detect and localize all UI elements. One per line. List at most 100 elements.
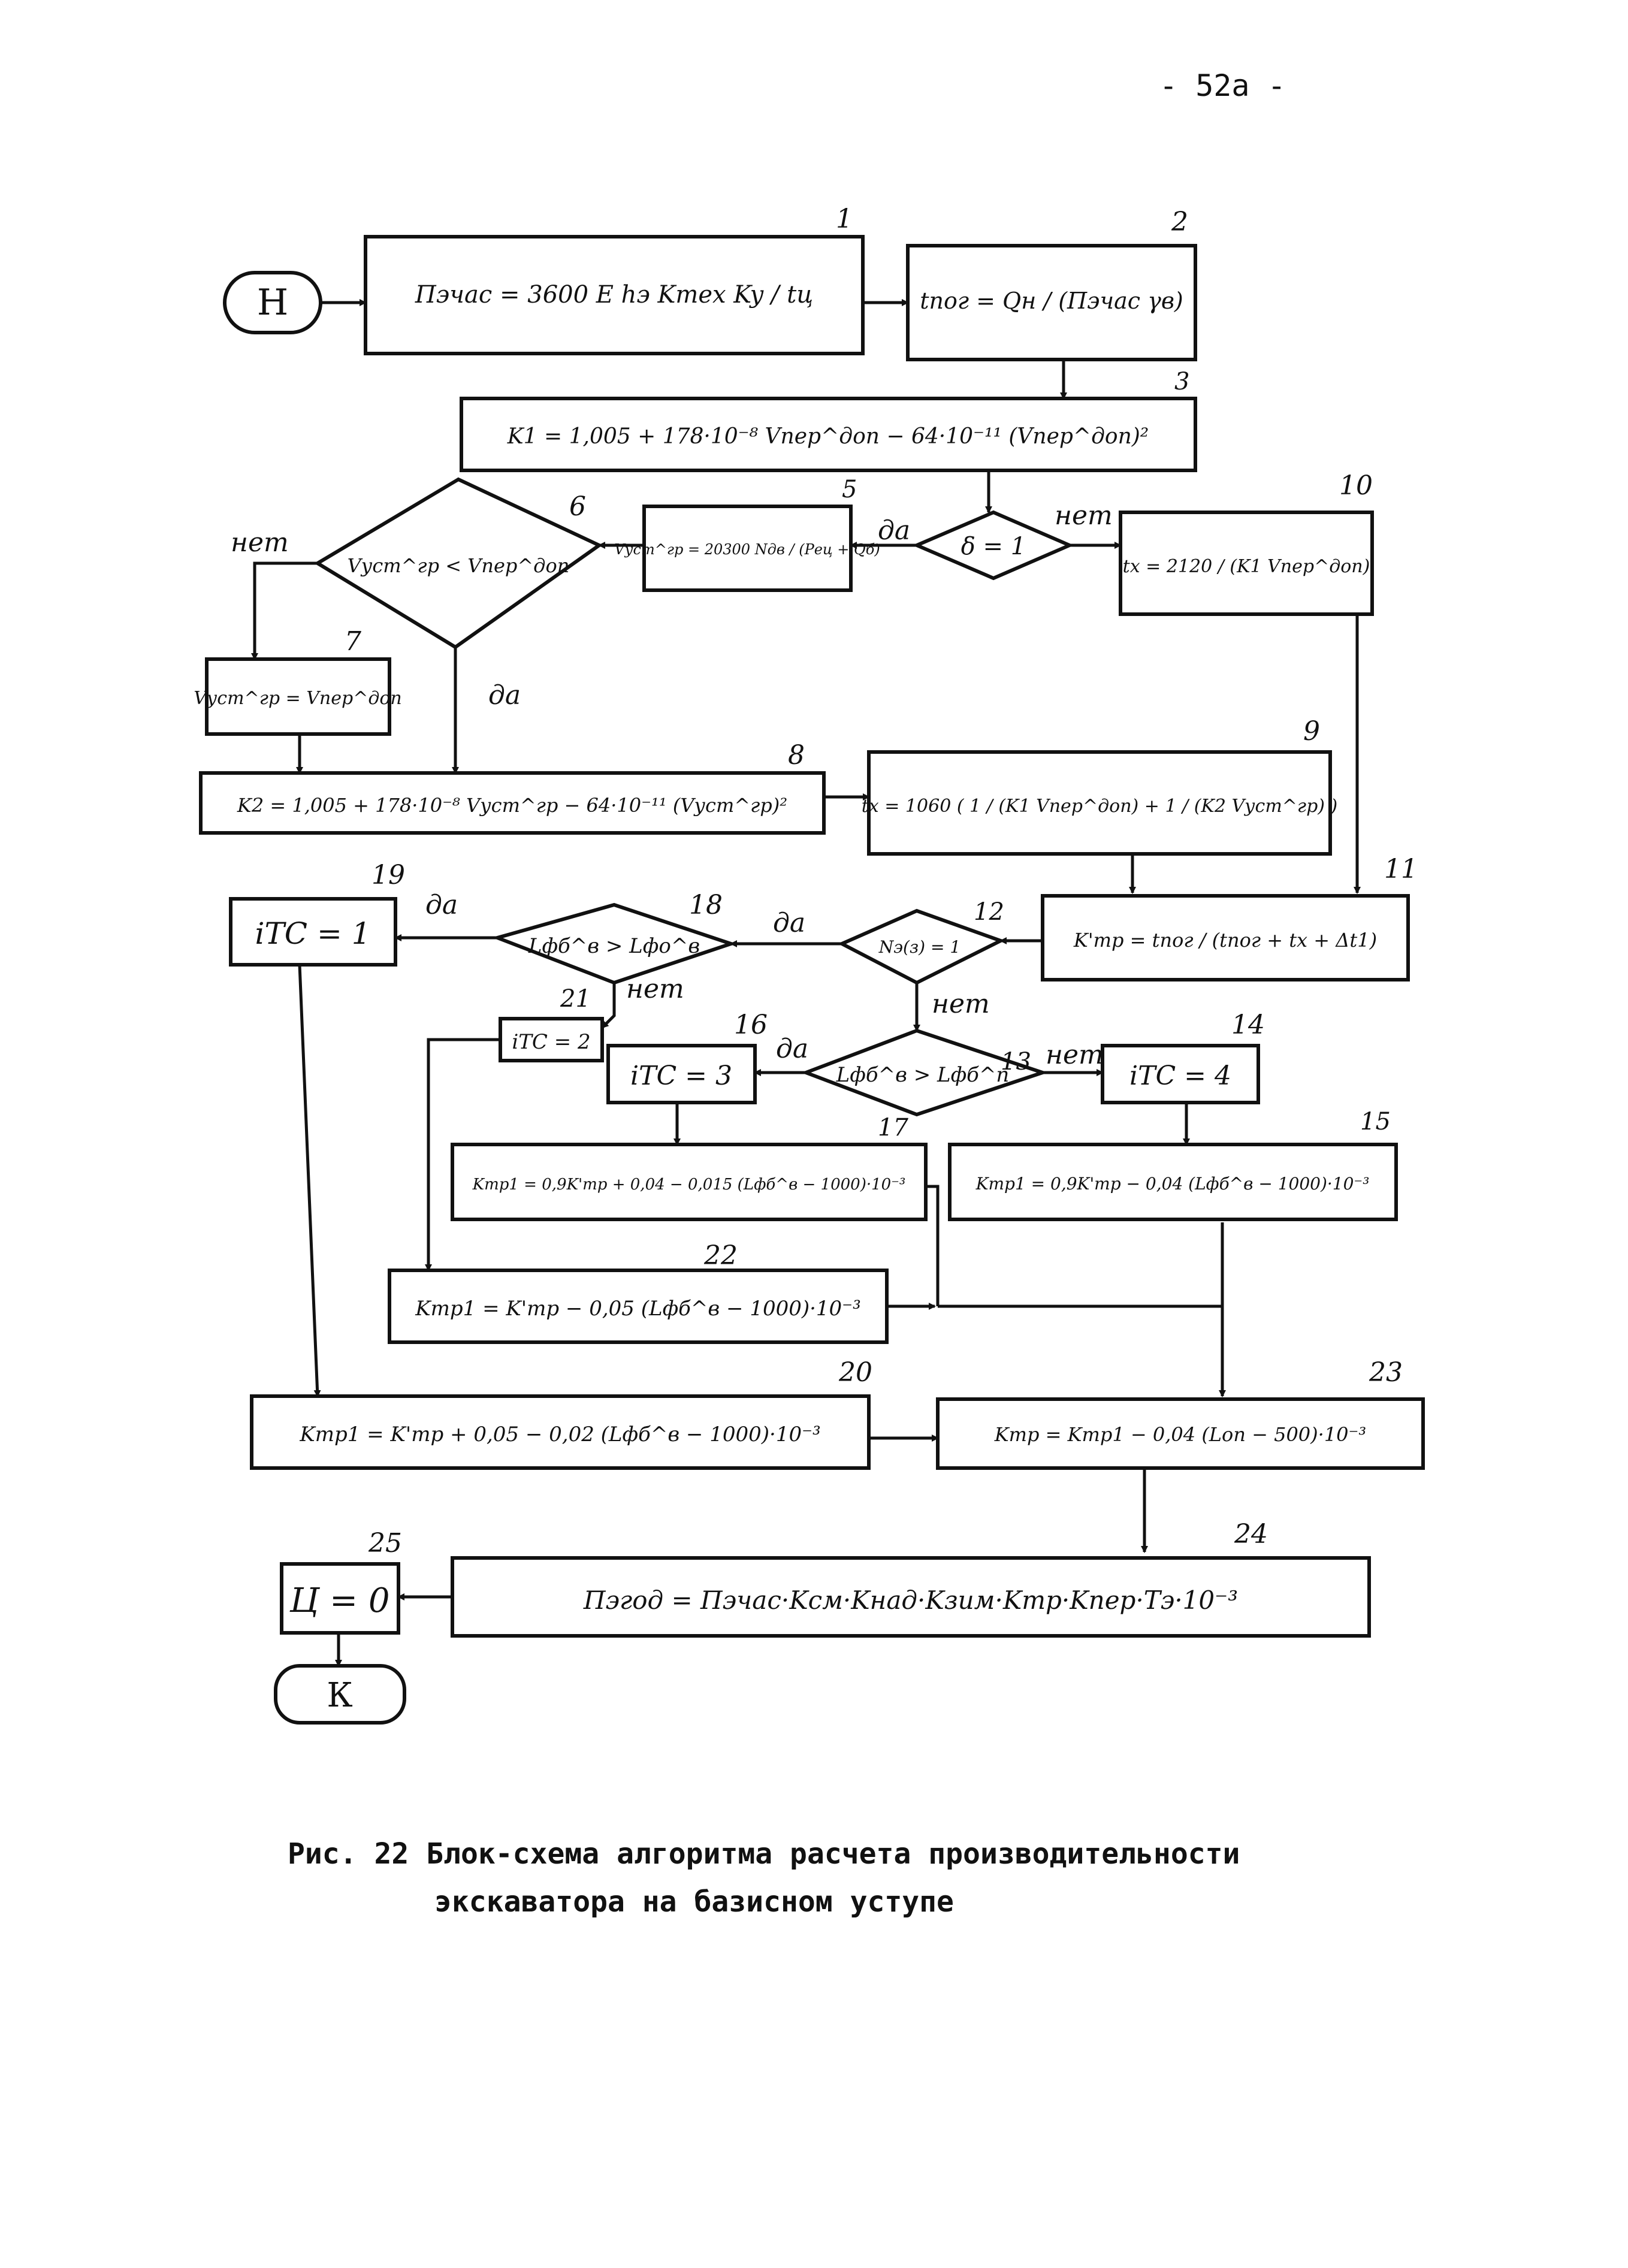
node-16: 16 iTC = 3 [606,1010,768,1104]
caption-line-1: Рис. 22 Блок-схема алгоритма расчета про… [288,1837,1240,1871]
node-15-text: Kтр1 = 0,9K'тр − 0,04 (Lфб^в − 1000)·10⁻… [975,1174,1370,1194]
node-21-text: iTC = 2 [512,1030,590,1054]
start-label: Н [257,282,288,324]
node-1-num: 1 [836,204,853,234]
node-6-text: Vуст^гр < Vпер^доп [348,554,570,577]
node-22-text: Kтр1 = K'тр − 0,05 (Lфб^в − 1000)·10⁻³ [415,1297,861,1321]
node-4-text: δ = 1 [961,533,1026,560]
label-18-yes: да [425,890,458,920]
node-8-text: K2 = 1,005 + 178·10⁻⁸ Vуст^гр − 64·10⁻¹¹… [237,794,787,817]
edge-labels: нет да нет да да нет нет да да нет [231,500,1113,1070]
label-13-no: нет [1046,1040,1104,1070]
node-15: 15 Kтр1 = 0,9K'тр − 0,04 (Lфб^в − 1000)·… [948,1108,1398,1221]
node-17: 17 Kтр1 = 0,9K'тр + 0,04 − 0,015 (Lфб^в … [451,1114,928,1221]
node-3: 3 K1 = 1,005 + 178·10⁻⁸ Vпер^доп − 64·10… [460,368,1197,472]
node-11: 11 K'тр = tпог / (tпог + tx + Δt1) [1041,854,1418,982]
node-20-text: Kтр1 = K'тр + 0,05 − 0,02 (Lфб^в − 1000)… [299,1423,820,1446]
node-8: 8 K2 = 1,005 + 178·10⁻⁸ Vуст^гр − 64·10⁻… [199,740,826,835]
node-15-num: 15 [1360,1108,1391,1135]
node-10-text: tx = 2120 / (K1 Vпер^доп) [1123,556,1370,577]
node-25-num: 25 [368,1528,402,1559]
node-18: 18 Lфб^в > Lфо^в [491,890,737,985]
node-21-num: 21 [560,985,591,1013]
label-6-yes: да [488,680,521,711]
node-1-text: Пэчас = 3600 E hэ Kmex Ky / tц [415,281,813,309]
label-12-yes: да [773,908,805,938]
node-12: 12 Nэ(з) = 1 [838,898,1005,985]
edges [251,299,1361,1667]
node-17-num: 17 [878,1114,908,1141]
node-5-text: Vуст^гр = 20300 Nдв / (Pец + Qб) [614,541,880,558]
node-24-num: 24 [1234,1519,1268,1550]
node-20: 20 Kтр1 = K'тр + 0,05 − 0,02 (Lфб^в − 10… [250,1357,872,1470]
edge-19-20 [298,964,321,1397]
node-12-num: 12 [974,898,1004,926]
caption-line-2: экскаватора на базисном уступе [434,1885,954,1919]
node-21: 21 iTC = 2 [499,985,604,1062]
label-4-yes: да [878,515,910,546]
label-4-no: нет [1055,500,1113,531]
node-20-num: 20 [838,1357,872,1388]
end-label: К [327,1676,352,1715]
node-2-text: tпог = Qн / (Пэчас γв) [920,288,1183,314]
node-16-num: 16 [734,1010,768,1040]
node-end: К [274,1664,406,1725]
label-12-no: нет [932,989,990,1019]
node-14-num: 14 [1231,1010,1265,1040]
node-14-text: iTC = 4 [1129,1061,1231,1091]
node-5: 5 Vуст^гр = 20300 Nдв / (Pец + Qб) [614,476,880,592]
edge-21-22 [425,1038,500,1272]
label-13-yes: да [776,1034,808,1064]
node-9: 9 tx = 1060 ( 1 / (K1 Vпер^доп) + 1 / (K… [862,716,1337,856]
node-19: 19 iTC = 1 [229,860,405,967]
node-13: 13 Lфб^в > Lфб^п [801,1028,1049,1117]
node-11-text: K'тр = tпог / (tпог + tx + Δt1) [1073,929,1377,952]
node-16-text: iTC = 3 [630,1061,732,1091]
node-22-num: 22 [703,1240,738,1271]
node-18-num: 18 [689,890,723,920]
node-25: 25 Ц = 0 [280,1528,402,1635]
node-18-text: Lфб^в > Lфо^в [528,934,700,958]
node-17-text: Kтр1 = 0,9K'тр + 0,04 − 0,015 (Lфб^в − 1… [472,1176,906,1194]
node-1: 1 Пэчас = 3600 E hэ Kmex Ky / tц [364,204,865,355]
node-2-num: 2 [1171,207,1188,237]
node-24: 24 Пэгод = Пэчас·Kсм·Kнад·Kзим·Kтр·Kпер·… [451,1519,1371,1638]
page-number: - 52a - [1159,68,1286,103]
node-11-num: 11 [1384,854,1418,884]
node-10-num: 10 [1339,470,1373,501]
label-6-no: нет [231,527,289,558]
node-9-num: 9 [1303,716,1320,747]
label-18-no: нет [626,974,684,1004]
node-5-num: 5 [842,476,857,503]
node-7-text: Vуст^гр = Vпер^доп [194,688,402,709]
node-3-num: 3 [1174,368,1189,395]
node-23-num: 23 [1369,1357,1403,1388]
node-3-text: K1 = 1,005 + 178·10⁻⁸ Vпер^доп − 64·10⁻¹… [507,424,1149,449]
node-7: 7 Vуст^гр = Vпер^доп [194,626,402,736]
node-23-text: Kтр = Kтр1 − 0,04 (Lоп − 500)·10⁻³ [994,1423,1367,1446]
node-14: 14 iTC = 4 [1101,1010,1265,1104]
node-6: 6 Vуст^гр < Vпер^доп [314,477,603,650]
node-4: δ = 1 [912,510,1074,581]
node-8-num: 8 [788,740,805,771]
node-19-text: iTC = 1 [255,916,370,951]
edge-6-7 [251,561,318,660]
node-19-num: 19 [371,860,405,890]
node-22: 22 Kтр1 = K'тр − 0,05 (Lфб^в − 1000)·10⁻… [388,1240,889,1344]
node-12-text: Nэ(з) = 1 [878,937,961,957]
node-23: 23 Kтр = Kтр1 − 0,04 (Lоп − 500)·10⁻³ [936,1357,1425,1470]
node-9-text: tx = 1060 ( 1 / (K1 Vпер^доп) + 1 / (K2 … [862,796,1337,817]
node-13-num: 13 [1001,1048,1031,1076]
node-start: Н [223,271,322,334]
node-24-text: Пэгод = Пэчас·Kсм·Kнад·Kзим·Kтр·Kпер·Tэ·… [583,1586,1238,1615]
node-13-text: Lфб^в > Lфб^п [836,1063,1010,1087]
node-6-num: 6 [569,491,586,522]
node-2: 2 tпог = Qн / (Пэчас γв) [906,207,1197,361]
node-7-num: 7 [345,626,361,657]
node-25-text: Ц = 0 [289,1581,390,1620]
edge-17-merge [926,1185,940,1306]
edge-18-21 [601,983,616,1029]
node-10: 10 tx = 2120 / (K1 Vпер^доп) [1119,470,1374,616]
